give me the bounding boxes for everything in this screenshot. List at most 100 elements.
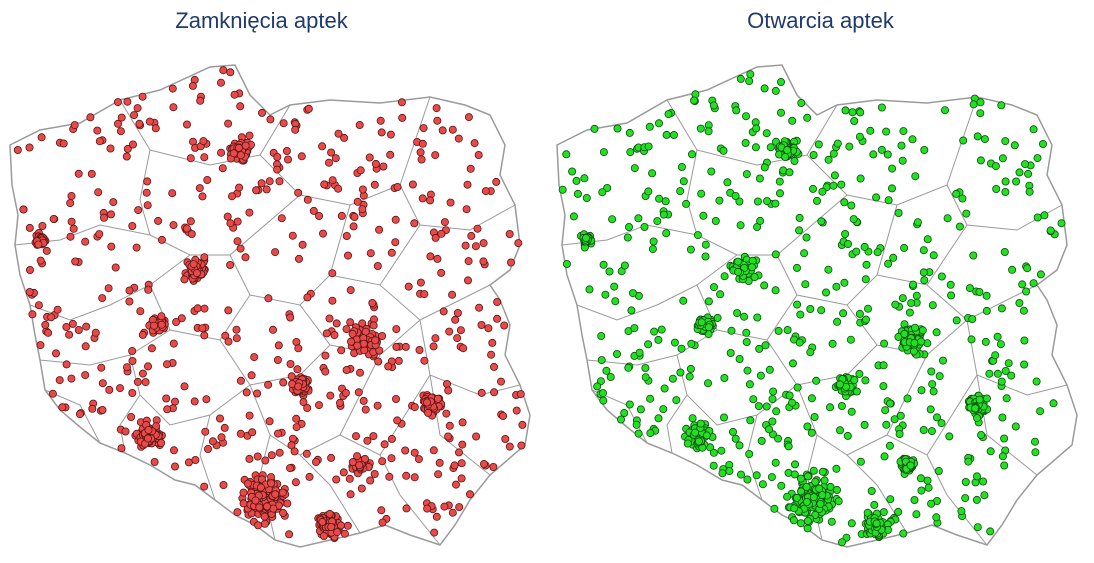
pharmacy-point [275,448,284,457]
pharmacy-point [435,458,444,467]
region-border [576,254,738,321]
pharmacy-point [625,222,634,231]
pharmacy-point [767,473,776,482]
pharmacy-point [157,235,166,244]
pharmacy-point [932,513,941,522]
pharmacy-point [303,403,312,412]
pharmacy-point [745,380,754,389]
pharmacy-point [636,405,645,414]
pharmacy-point [993,332,1002,341]
pharmacy-point [654,335,663,344]
pharmacy-point [294,254,303,263]
pharmacy-point [62,360,71,369]
pharmacy-point [277,214,286,223]
pharmacy-point [311,457,320,466]
pharmacy-point [393,416,402,425]
pharmacy-point [127,412,136,421]
pharmacy-point [488,338,497,347]
pharmacy-point [832,485,841,494]
pharmacy-point [375,225,384,234]
pharmacy-point [803,516,812,525]
pharmacy-point [420,290,429,299]
pharmacy-point [177,314,186,323]
pharmacy-point [186,154,195,163]
pharmacy-point [910,495,919,504]
pharmacy-point [444,386,453,395]
pharmacy-point [168,189,177,198]
pharmacy-point [776,108,785,117]
pharmacy-point [962,209,971,218]
pharmacy-point [783,492,792,501]
pharmacy-point [417,155,426,164]
pharmacy-point [188,81,197,90]
pharmacy-point [446,198,455,207]
pharmacy-point [442,409,451,418]
pharmacy-point [830,171,839,180]
pharmacy-point [991,162,1000,171]
pharmacy-point [116,127,125,136]
pharmacy-point [489,462,498,471]
pharmacy-point [98,405,107,414]
pharmacy-point [283,499,292,508]
pharmacy-point [746,70,755,79]
pharmacy-point [463,276,472,285]
pharmacy-point [138,92,147,101]
pharmacy-point [477,320,486,329]
pharmacy-point [762,129,771,138]
pharmacy-point [438,126,447,135]
pharmacy-point [734,257,743,266]
pharmacy-point [873,248,882,257]
pharmacy-point [841,229,850,238]
pharmacy-point [717,446,726,455]
pharmacy-point [768,394,777,403]
pharmacy-point [719,146,728,155]
pharmacy-point [325,509,334,518]
pharmacy-point [445,327,454,336]
pharmacy-point [938,356,947,365]
pharmacy-point [348,458,357,467]
pharmacy-point [473,224,482,233]
pharmacy-point [314,401,323,410]
pharmacy-point [81,237,90,246]
pharmacy-point [25,223,34,232]
pharmacy-point [232,334,241,343]
pharmacy-point [287,372,296,381]
pharmacy-point [341,388,350,397]
pharmacy-point [87,169,96,178]
pharmacy-point [375,346,384,355]
pharmacy-point [785,168,794,177]
pharmacy-point [219,66,228,75]
pharmacy-point [248,428,257,437]
pharmacy-point [385,472,394,481]
pharmacy-point [752,471,761,480]
pharmacy-point [1020,160,1029,169]
pharmacy-point [292,423,301,432]
pharmacy-point [608,215,617,224]
pharmacy-point [170,462,179,471]
pharmacy-point [331,154,340,163]
pharmacy-point [334,184,343,193]
pharmacy-point [832,282,841,291]
pharmacy-point [982,306,991,315]
pharmacy-point [440,502,449,511]
pharmacy-point [353,341,362,350]
pharmacy-point [1033,154,1042,163]
pharmacy-point [795,338,804,347]
pharmacy-point [169,339,178,348]
pharmacy-point [93,126,102,135]
pharmacy-point [261,456,270,465]
pharmacy-point [991,351,1000,360]
pharmacy-point [679,296,688,305]
pharmacy-point [715,196,724,205]
pharmacy-point [36,256,45,265]
pharmacy-point [442,379,451,388]
pharmacy-point [377,128,386,137]
pharmacy-point [957,507,966,516]
pharmacy-point [191,455,200,464]
pharmacy-point [431,151,440,160]
pharmacy-point [253,452,262,461]
pharmacy-point [653,217,662,226]
pharmacy-point [200,331,209,340]
pharmacy-point [1000,247,1009,256]
pharmacy-point [355,368,364,377]
